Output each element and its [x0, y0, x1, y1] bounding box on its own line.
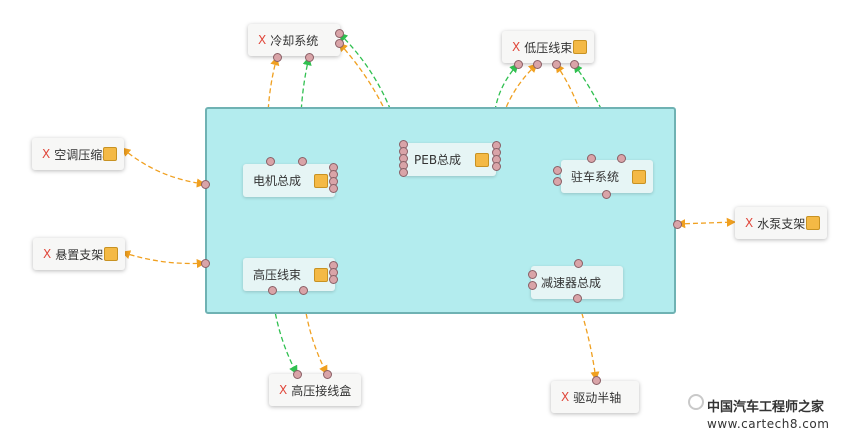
connection-port[interactable] [200, 258, 210, 268]
connection-port[interactable] [601, 189, 611, 199]
node-label: 驻车系统 [571, 170, 620, 184]
connection-edge[interactable] [121, 147, 206, 188]
connection-port[interactable] [200, 179, 210, 189]
connection-port[interactable] [513, 59, 523, 69]
node-label: 减速器总成 [541, 276, 602, 290]
expand-square-icon[interactable] [573, 40, 587, 54]
remove-mark[interactable]: X [561, 390, 570, 404]
connection-port[interactable] [272, 52, 282, 62]
connection-port[interactable] [586, 153, 596, 163]
connection-port[interactable] [527, 269, 537, 279]
connection-port[interactable] [572, 293, 582, 303]
connection-edge[interactable] [338, 42, 406, 159]
node-label: 高压线束 [253, 268, 302, 282]
expand-square-icon[interactable] [314, 267, 328, 282]
node-drive-half-shaft[interactable]: X 驱动半轴 [551, 381, 639, 413]
watermark-site: www.cartech8.com [707, 417, 830, 431]
node-suspension-bracket[interactable]: X 悬置支架 [33, 238, 125, 270]
node-label: 冷却系统 [270, 33, 319, 48]
connection-port[interactable] [334, 28, 344, 38]
remove-mark[interactable]: X [279, 383, 288, 397]
connection-port[interactable] [527, 280, 537, 290]
connection-port[interactable] [551, 59, 561, 69]
connection-port[interactable] [573, 258, 583, 268]
remove-mark[interactable]: X [745, 216, 754, 230]
connection-port[interactable] [616, 153, 626, 163]
connection-port[interactable] [334, 38, 344, 48]
node-label: 驱动半轴 [573, 390, 622, 405]
connection-port[interactable] [297, 156, 307, 166]
remove-mark[interactable]: X [43, 247, 52, 261]
expand-square-icon[interactable] [314, 173, 328, 188]
remove-mark[interactable]: X [42, 147, 51, 161]
expand-square-icon[interactable] [806, 216, 820, 230]
node-cooling-system[interactable]: X 冷却系统 [248, 24, 340, 56]
connection-port[interactable] [322, 369, 332, 379]
connection-port[interactable] [328, 183, 338, 193]
connection-port[interactable] [398, 167, 408, 177]
node-label: 水泵支架 [757, 216, 806, 231]
connection-port[interactable] [292, 369, 302, 379]
connection-edge[interactable] [121, 250, 206, 269]
remove-mark[interactable]: X [258, 33, 267, 47]
connection-port[interactable] [672, 219, 682, 229]
node-motor-assembly[interactable]: 电机总成 [243, 164, 335, 197]
remove-mark[interactable]: X [512, 40, 521, 54]
node-lv-harness[interactable]: X 低压线束 [502, 31, 594, 63]
connection-port[interactable] [552, 165, 562, 175]
connection-port[interactable] [298, 285, 308, 295]
expand-square-icon[interactable] [104, 247, 118, 261]
node-label: 悬置支架 [55, 247, 104, 262]
node-label: PEB总成 [414, 153, 462, 167]
node-label: 空调压缩机 [54, 147, 115, 162]
connection-port[interactable] [328, 274, 338, 284]
connection-port[interactable] [552, 176, 562, 186]
connection-port[interactable] [569, 59, 579, 69]
node-parking-system[interactable]: 驻车系统 [561, 160, 653, 193]
connection-port[interactable] [491, 161, 501, 171]
node-label: 电机总成 [253, 174, 302, 188]
connection-port[interactable] [304, 52, 314, 62]
node-peb-assembly[interactable]: PEB总成 [404, 143, 496, 176]
node-hv-junction-box[interactable]: X 高压接线盒 [269, 374, 361, 406]
connection-port[interactable] [267, 285, 277, 295]
node-label: 低压线束 [524, 40, 573, 55]
expand-square-icon[interactable] [103, 147, 117, 161]
connection-port[interactable] [265, 156, 275, 166]
node-water-pump-bracket[interactable]: X 水泵支架 [735, 207, 827, 239]
watermark-title: 中国汽车工程师之家 [707, 400, 825, 415]
watermark: 中国汽车工程师之家 www.cartech8.com [707, 396, 855, 431]
node-hv-harness[interactable]: 高压线束 [243, 258, 335, 291]
node-label: 高压接线盒 [291, 383, 352, 398]
connection-port[interactable] [532, 59, 542, 69]
connection-port[interactable] [591, 375, 601, 385]
expand-square-icon[interactable] [632, 169, 646, 184]
watermark-logo-icon [688, 394, 704, 410]
node-ac-compressor[interactable]: X 空调压缩机 [32, 138, 124, 170]
expand-square-icon[interactable] [475, 152, 489, 167]
connection-edge[interactable] [676, 217, 736, 229]
